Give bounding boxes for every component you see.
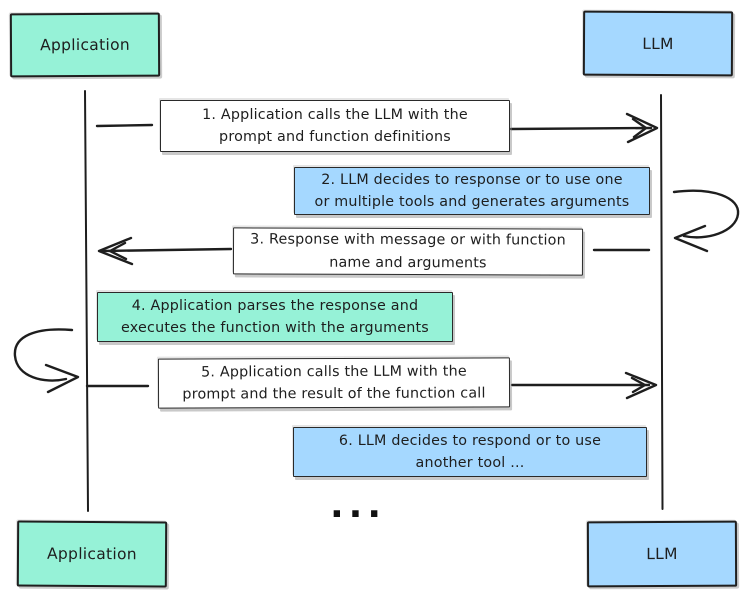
message-2-self-loop — [672, 189, 740, 239]
actor-label: LLM — [642, 34, 674, 53]
message-3-arrowhead-icon — [97, 236, 134, 266]
actor-llm-bottom: LLM — [586, 520, 738, 588]
message-3-arrowhead-inner-icon — [108, 241, 128, 261]
message-1-label: 1. Application calls the LLM with the pr… — [160, 100, 510, 152]
message-5-arrowhead-inner-icon — [630, 376, 647, 394]
message-text: 2. LLM decides to response or to use one… — [314, 171, 630, 210]
message-text: 1. Application calls the LLM with the pr… — [202, 106, 468, 145]
actor-label: LLM — [646, 544, 678, 564]
message-3-arrow-line — [101, 247, 233, 253]
lifeline-application — [84, 90, 89, 512]
message-1-arrowhead-inner-icon — [631, 117, 648, 139]
lifeline-llm — [660, 94, 664, 510]
message-1-arrowhead-icon — [625, 112, 659, 144]
message-4-arrowhead-icon — [44, 363, 80, 394]
message-text: 5. Application calls the LLM with the pr… — [182, 363, 486, 403]
actor-label: Application — [40, 35, 130, 55]
actor-label: Application — [46, 544, 138, 564]
message-text: 4. Application parses the response and e… — [121, 297, 429, 336]
message-2-label: 2. LLM decides to response or to use one… — [294, 167, 650, 215]
message-5-label: 5. Application calls the LLM with the pr… — [157, 357, 511, 409]
message-1-left-segment — [95, 123, 154, 128]
message-text: 3. Response with message or with functio… — [250, 231, 566, 271]
actor-llm-top: LLM — [582, 10, 734, 77]
actor-application-bottom: Application — [16, 520, 168, 588]
message-2-arrowhead-icon — [673, 224, 709, 253]
message-4-self-loop — [13, 328, 74, 382]
continuation-ellipsis: ... — [329, 485, 387, 526]
message-3-label: 3. Response with message or with functio… — [232, 227, 584, 276]
message-4-label: 4. Application parses the response and e… — [97, 292, 453, 342]
message-5-arrowhead-icon — [624, 371, 658, 400]
message-text: 6. LLM decides to respond or to use anot… — [338, 432, 602, 471]
message-1-arrow-line — [509, 126, 653, 131]
actor-application-top: Application — [9, 12, 161, 78]
message-6-label: 6. LLM decides to respond or to use anot… — [293, 427, 647, 477]
